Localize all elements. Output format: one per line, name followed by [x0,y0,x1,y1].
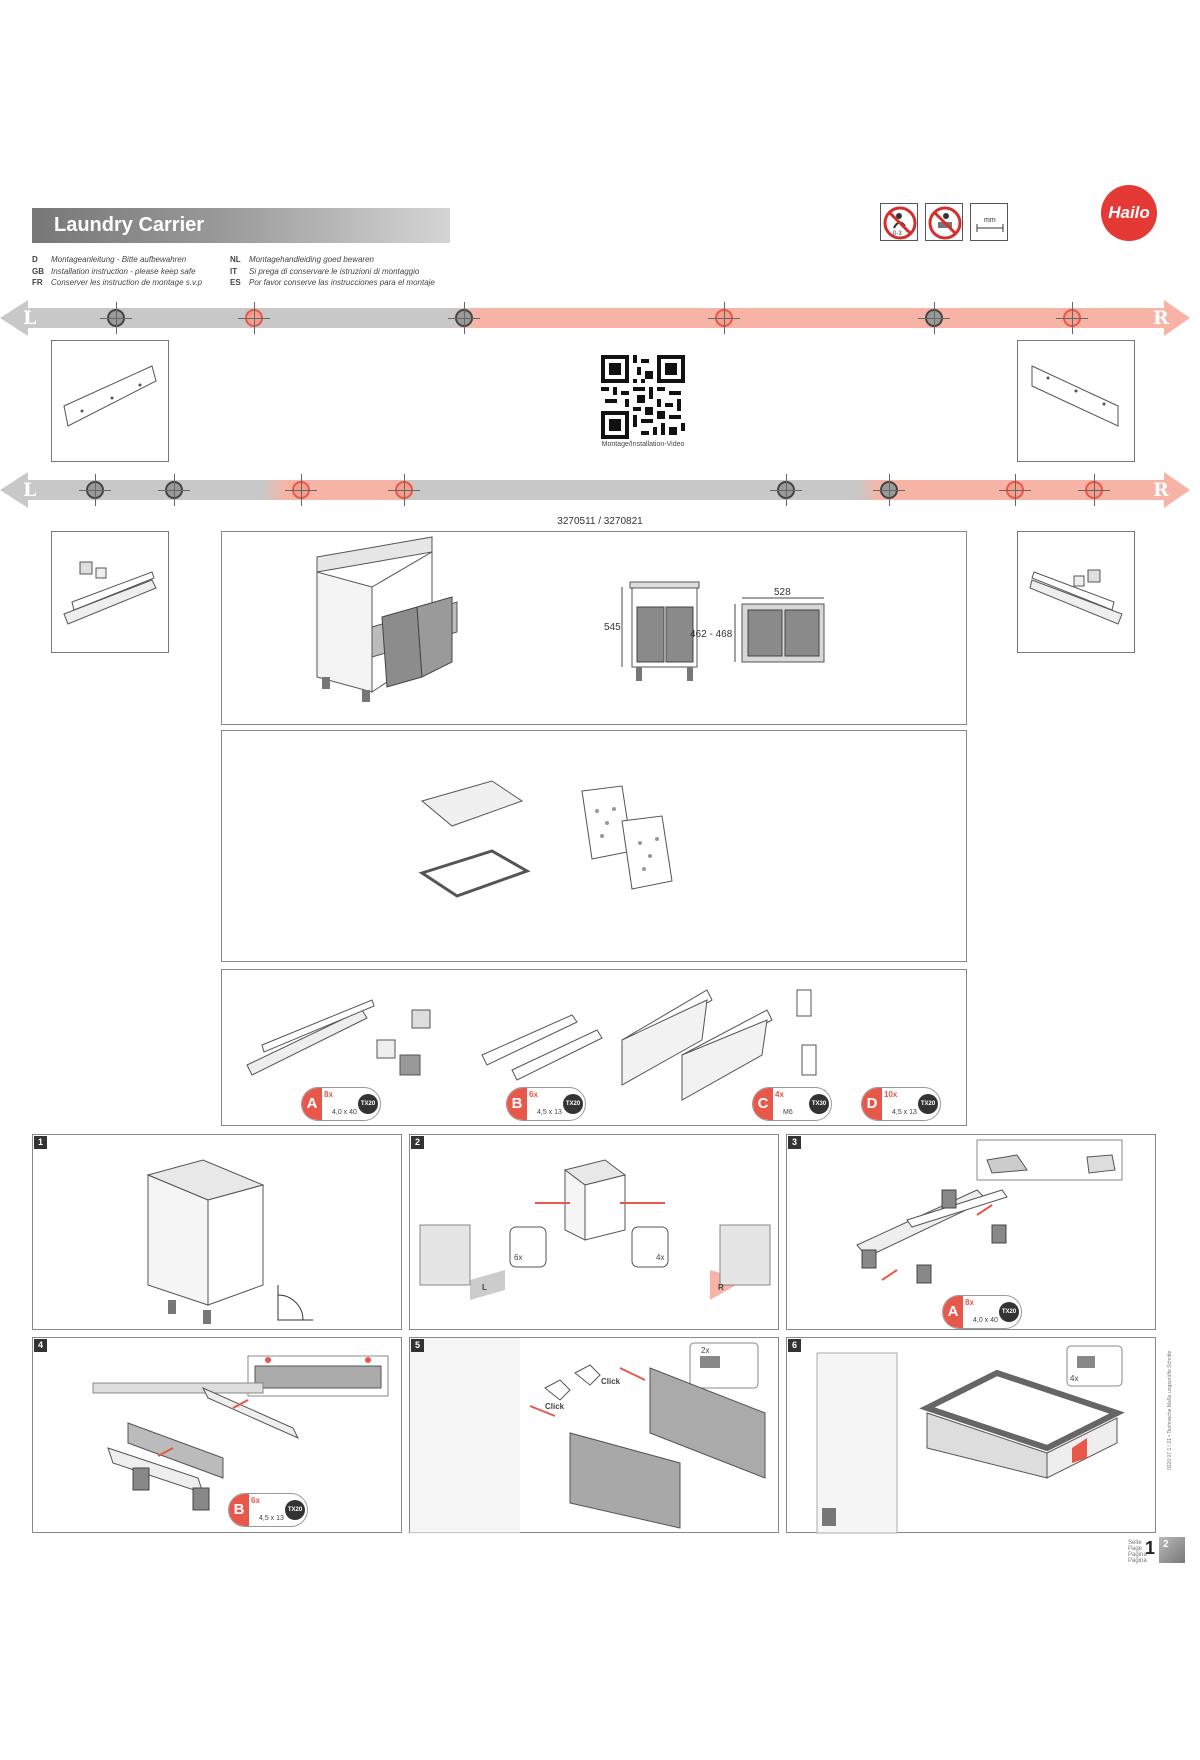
rail-detail-left [51,340,169,462]
step-number: 4 [34,1339,47,1352]
document-code: 0220 07 1 / 21 • Technische Maße ungeprü… [1167,1350,1173,1470]
hardware-badge-a: A 8x 4,0 x 40 TX20 [301,1087,381,1121]
no-climb-icon [925,203,963,241]
ruler-hole-marker [79,474,111,506]
runner-detail-right [1017,531,1135,653]
step-number: 5 [411,1339,424,1352]
ruler-hole-marker [873,474,905,506]
measure-mm-icon: mm [970,203,1008,241]
brand-logo: Hailo [1101,185,1157,241]
step-3-panel: 3 A 8x 4,0 x 40 TX20 [786,1134,1156,1330]
step-4-badge: B 6x 4,5 x 13 TX20 [228,1493,308,1527]
step-number: 3 [788,1136,801,1149]
runner-detail-left [51,531,169,653]
product-overview-panel: 545 528 462 - 468 [221,531,967,725]
ruler-hole-marker [770,474,802,506]
hardware-badge-d: D 10x 4,5 x 13 TX20 [861,1087,941,1121]
step-4-illustration [92,1355,389,1511]
hardware-badge-b: B 6x 4,5 x 13 TX20 [506,1087,586,1121]
ruler-left-label: L [23,307,37,329]
step-3-badge: A 8x 4,0 x 40 TX20 [942,1295,1022,1329]
ruler-hole-marker [158,474,190,506]
step-2-illustration [419,1159,771,1300]
ruler-hole-marker [999,474,1031,506]
page-number-next[interactable]: 2 [1159,1537,1185,1563]
hardware-badge-c: C 4x M6 TX30 [752,1087,832,1121]
step-4-panel: 4 B 6x 4,5 x 13 TX20 [32,1337,402,1533]
dimension-width: 528 [774,587,791,598]
step-number: 6 [788,1339,801,1352]
no-child-icon: 0-3 [880,203,918,241]
left-label: L [482,1283,487,1292]
article-numbers: 3270511 / 3270821 [557,516,643,527]
ruler-top [0,300,1190,336]
rail-detail-right [1017,340,1135,462]
ruler-hole-marker [388,474,420,506]
dimension-depth: 462 - 468 [690,629,733,640]
step-6-illustration [816,1345,1125,1534]
ruler-hole-marker [448,302,480,334]
step-2-panel: 2 6x 4x L R [409,1134,779,1330]
click-label: Click [545,1402,565,1411]
ruler-left-label: L [23,479,37,501]
right-label: R [718,1283,724,1292]
ruler-hole-marker [708,302,740,334]
hardware-illustration [246,989,817,1101]
click-label: Click [601,1377,621,1386]
step-5-illustration [410,1338,766,1534]
step-number: 1 [34,1136,47,1149]
ruler-hole-marker [285,474,317,506]
dimension-height: 545 [604,622,621,633]
mm-label: mm [984,217,996,224]
step-5-panel: 5 Click Click 2x [409,1337,779,1534]
step-3-illustration [856,1139,1123,1284]
ruler-hole-marker [1078,474,1110,506]
qr-code[interactable] [601,355,685,439]
tool-right-qty: 4x [656,1253,665,1262]
qr-caption: Montage/Installation-Video [601,441,685,448]
page-title: Laundry Carrier [54,214,205,236]
ruler-hole-marker [918,302,950,334]
step-1-panel: 1 [32,1134,402,1330]
components-panel [221,730,967,962]
detail-qty: 2x [701,1346,710,1355]
cabinet-illustration: 545 528 462 - 468 [316,536,825,702]
ruler-hole-marker [100,302,132,334]
step-number: 2 [411,1136,424,1149]
tool-left-qty: 6x [514,1253,523,1262]
page-number-current: 1 [1145,1538,1156,1558]
ruler-hole-marker [238,302,270,334]
title-bar: Laundry Carrier [32,208,450,243]
age-label: 0-3 [893,231,902,237]
detail-qty: 4x [1070,1374,1079,1383]
ruler-right-label: R [1153,479,1169,501]
ruler-right-label: R [1153,307,1169,329]
ruler-hole-marker [1056,302,1088,334]
step-1-illustration [146,1159,313,1324]
components-illustration [418,780,673,898]
step-6-panel: 6 4x [786,1337,1156,1534]
